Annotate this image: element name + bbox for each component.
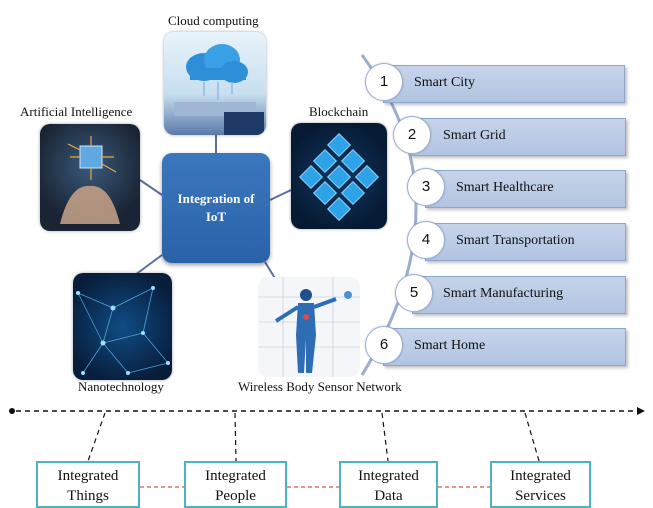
wbsn-caption: Wireless Body Sensor Network xyxy=(238,379,402,394)
hub-title-line1: Integration of xyxy=(177,191,255,206)
ai-chip-icon xyxy=(60,136,120,224)
app-number: 3 xyxy=(407,168,445,206)
app-label: Smart Manufacturing xyxy=(443,286,564,301)
integrated-people-box: Integrated People xyxy=(184,461,287,508)
app-label: Smart Home xyxy=(414,338,486,353)
blockchain-image xyxy=(291,123,387,229)
box-line1: Integrated xyxy=(57,468,119,484)
blockchain-caption: Blockchain xyxy=(309,104,369,119)
app-number: 1 xyxy=(365,63,403,101)
box-line2: Services xyxy=(515,488,566,504)
app-number: 2 xyxy=(393,116,431,154)
cloud-icon xyxy=(174,44,264,135)
app-label: Smart City xyxy=(414,75,476,90)
ai-caption: Artificial Intelligence xyxy=(20,104,133,119)
app-bar-smart-transportation: Smart Transportation xyxy=(425,223,626,261)
box-line1: Integrated xyxy=(358,468,419,484)
hub-title-line2: IoT xyxy=(205,209,227,224)
app-bar-smart-manufacturing: Smart Manufacturing xyxy=(412,276,626,314)
app-bar-smart-healthcare: Smart Healthcare xyxy=(425,170,626,208)
blockchain-cubes-icon xyxy=(298,132,380,222)
box-line2: Things xyxy=(67,488,109,504)
box-line1: Integrated xyxy=(510,468,571,484)
integrated-data-box: Integrated Data xyxy=(339,461,438,508)
app-number: 5 xyxy=(395,274,433,312)
app-bar-smart-city: Smart City xyxy=(383,65,625,103)
box-line1: Integrated xyxy=(205,468,266,484)
app-label: Smart Healthcare xyxy=(456,180,554,195)
body-sensor-figure-icon xyxy=(258,277,360,377)
box-line2: People xyxy=(215,488,256,504)
app-label: Smart Transportation xyxy=(456,233,575,248)
integration-of-iot-hub: Integration of IoT xyxy=(162,153,270,263)
integrated-things-box: Integrated Things xyxy=(36,461,140,508)
wbsn-image xyxy=(258,277,360,377)
integrated-services-box: Integrated Services xyxy=(490,461,591,508)
app-bar-smart-grid: Smart Grid xyxy=(410,118,626,156)
nanotechnology-caption: Nanotechnology xyxy=(78,379,164,394)
cloud-computing-image xyxy=(164,32,266,135)
cloud-caption: Cloud computing xyxy=(168,13,259,28)
ai-image xyxy=(40,124,140,231)
app-bar-smart-home: Smart Home xyxy=(383,328,626,366)
app-label: Smart Grid xyxy=(443,128,506,143)
app-number: 6 xyxy=(365,326,403,364)
nanotechnology-image xyxy=(73,273,172,380)
box-line2: Data xyxy=(374,488,403,504)
app-number: 4 xyxy=(407,221,445,259)
network-mesh-icon xyxy=(76,286,170,375)
